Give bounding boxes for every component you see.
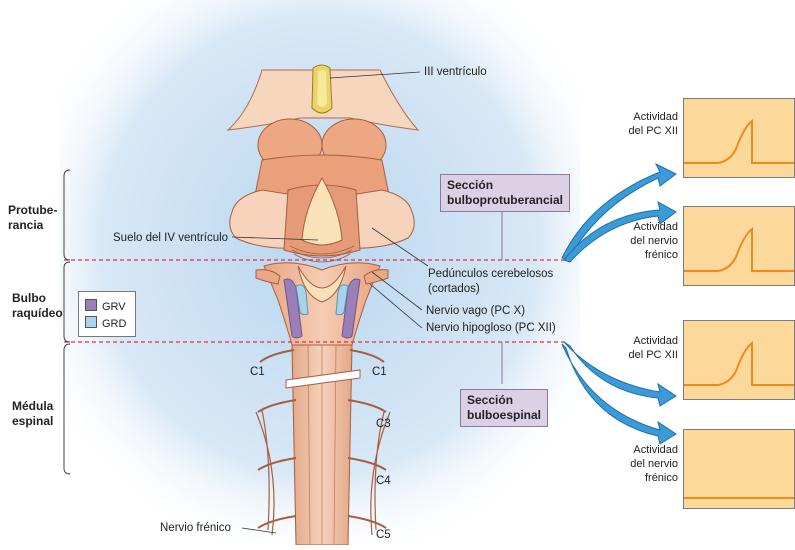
callout-lower-line-1: Sección	[467, 393, 514, 407]
region-medulla: Bulbo raquídeo	[12, 291, 63, 321]
activity-arrows	[561, 162, 677, 445]
right-cerebellar-peduncle	[343, 189, 415, 249]
arrow-to-panel-3	[563, 341, 677, 407]
region-spinal-cord-line-1: Médula	[12, 399, 54, 413]
respiratory-groups	[283, 278, 361, 339]
label-c1-left: C1	[250, 366, 265, 378]
label-c1-right: C1	[372, 366, 387, 378]
panel-3-label-line-1: Actividad	[633, 335, 678, 347]
cord-cut-gap	[285, 369, 361, 389]
activity-trace-1	[684, 118, 794, 164]
label-third-ventricle: III ventrículo	[424, 66, 487, 78]
region-spinal-cord-line-2: espinal	[12, 414, 54, 428]
third-ventricle-inner	[317, 70, 327, 107]
activity-trace-2	[684, 226, 794, 272]
panel-2-label-line-3: frénico	[644, 249, 678, 261]
callout-upper-line-1: Sección	[447, 178, 494, 192]
label-vagus-nerve: Nervio vago (PC X)	[426, 305, 526, 317]
cranial-nerve-rootlets	[255, 269, 389, 285]
panel-1-label-line-1: Actividad	[633, 111, 678, 123]
region-pons-line-1: Protube-	[8, 203, 58, 217]
grd-right	[335, 284, 349, 316]
label-phrenic-nerve: Nervio frénico	[160, 522, 231, 534]
label-cerebellar-peduncles-2: (cortados)	[428, 283, 480, 295]
label-c4: C4	[376, 475, 391, 487]
panel-1-label-line-2: del PC XII	[628, 125, 678, 137]
grd-left	[295, 284, 309, 316]
legend-item-grd: GRD	[85, 316, 126, 331]
leader-lines	[231, 71, 429, 534]
left-cerebellar-peduncle	[229, 189, 301, 249]
callout-upper-section: Sección bulboprotuberancial	[440, 174, 571, 212]
label-c3: C3	[376, 418, 391, 430]
label-c5: C5	[376, 529, 391, 541]
panel-2-label-line-1: Actividad	[633, 221, 678, 233]
legend-swatch-grv	[85, 299, 97, 311]
panel-3-label-line-2: del PC XII	[628, 349, 678, 361]
fourth-ventricle-lower	[297, 265, 347, 303]
legend-swatch-grd	[85, 316, 97, 328]
grv-right	[341, 278, 361, 339]
activity-panel-2	[683, 206, 795, 286]
panel-4-label-line-1: Actividad	[633, 444, 678, 456]
activity-trace-3	[684, 340, 794, 386]
callout-lower-line-2: bulboespinal	[467, 408, 542, 422]
callout-lower-section: Sección bulboespinal	[460, 389, 549, 427]
callout-upper-line-2: bulboprotuberancial	[447, 193, 564, 207]
arrow-to-panel-4	[561, 343, 677, 445]
legend-label-grv: GRV	[102, 301, 126, 313]
activity-panel-4	[683, 429, 795, 509]
panel-4-label: Actividad del nervio frénico	[598, 443, 678, 485]
legend-item-grv: GRV	[85, 299, 126, 314]
panel-4-label-line-3: frénico	[644, 472, 678, 484]
region-pons-line-2: rancia	[8, 218, 44, 232]
panel-4-label-line-2: del nervio	[630, 458, 678, 470]
arrow-to-panel-2	[563, 201, 677, 263]
region-pons: Protube- rancia	[8, 203, 57, 233]
grv-left	[283, 278, 303, 339]
activity-panel-3	[683, 320, 795, 400]
label-hypoglossal-nerve: Nervio hipogloso (PC XII)	[426, 322, 556, 334]
phrenic-nerve	[255, 409, 391, 536]
medullary-striae	[289, 245, 355, 263]
activity-panel-1	[683, 98, 795, 178]
trace-3	[684, 340, 794, 386]
region-medulla-line-2: raquídeo	[12, 306, 63, 320]
trace-1	[684, 118, 794, 164]
trace-4	[684, 497, 794, 499]
label-cerebellar-peduncles-1: Pedúnculos cerebelosos	[428, 268, 554, 280]
panel-2-label-line-2: del nervio	[630, 235, 678, 247]
trace-2	[684, 226, 794, 272]
panel-2-label: Actividad del nervio frénico	[598, 220, 678, 262]
region-spinal-cord: Médula espinal	[12, 399, 53, 429]
legend-label-grd: GRD	[102, 318, 127, 330]
spinal-roots	[257, 349, 387, 529]
fourth-ventricle-floor-shape	[301, 176, 343, 246]
panel-3-label: Actividad del PC XII	[598, 334, 678, 362]
panel-1-label: Actividad del PC XII	[598, 110, 678, 138]
legend: GRV GRD	[78, 291, 136, 337]
label-fourth-ventricle-floor: Suelo del IV ventrículo	[113, 232, 229, 244]
region-medulla-line-1: Bulbo	[12, 291, 46, 305]
region-brackets	[63, 169, 71, 475]
